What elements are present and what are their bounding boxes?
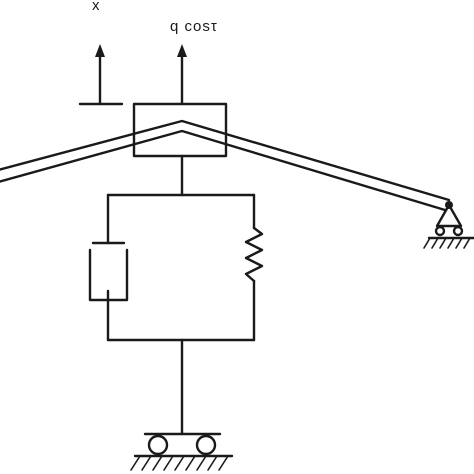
damper <box>88 241 129 302</box>
shallow-arch <box>0 119 451 212</box>
right-pin-support <box>423 201 474 249</box>
load-label: q cosτ <box>170 18 218 35</box>
displacement-arrow <box>78 44 124 106</box>
displacement-label: x <box>92 0 101 14</box>
bottom-roller-support <box>130 432 234 471</box>
force-arrow <box>177 44 187 106</box>
spring <box>244 226 264 283</box>
parallel-frame <box>106 193 256 342</box>
